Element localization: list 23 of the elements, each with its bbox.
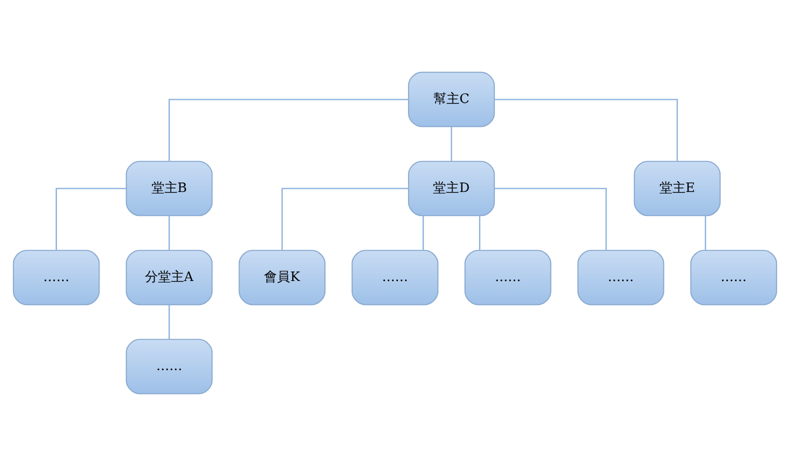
node-box: …… [464, 250, 552, 306]
connector [56, 188, 126, 250]
node-box: …… [126, 338, 213, 394]
node-box: …… [577, 250, 664, 306]
connector [281, 188, 408, 250]
connector [494, 188, 607, 250]
connector [422, 216, 424, 250]
node-box: 會員K [238, 250, 326, 306]
node-box: …… [12, 250, 100, 306]
node-box: 堂主D [408, 160, 495, 216]
node-box: …… [690, 250, 778, 306]
connector [450, 126, 452, 162]
node-box: 分堂主A [126, 250, 213, 306]
connector [168, 304, 170, 340]
connector [168, 98, 408, 162]
node-box: 幫主C [408, 72, 495, 128]
connector [494, 98, 678, 162]
node-box: 堂主E [634, 160, 721, 216]
connector [704, 216, 706, 250]
node-box: …… [352, 250, 438, 306]
connector [479, 216, 480, 250]
connector [168, 216, 170, 250]
node-box: 堂主B [126, 160, 213, 216]
